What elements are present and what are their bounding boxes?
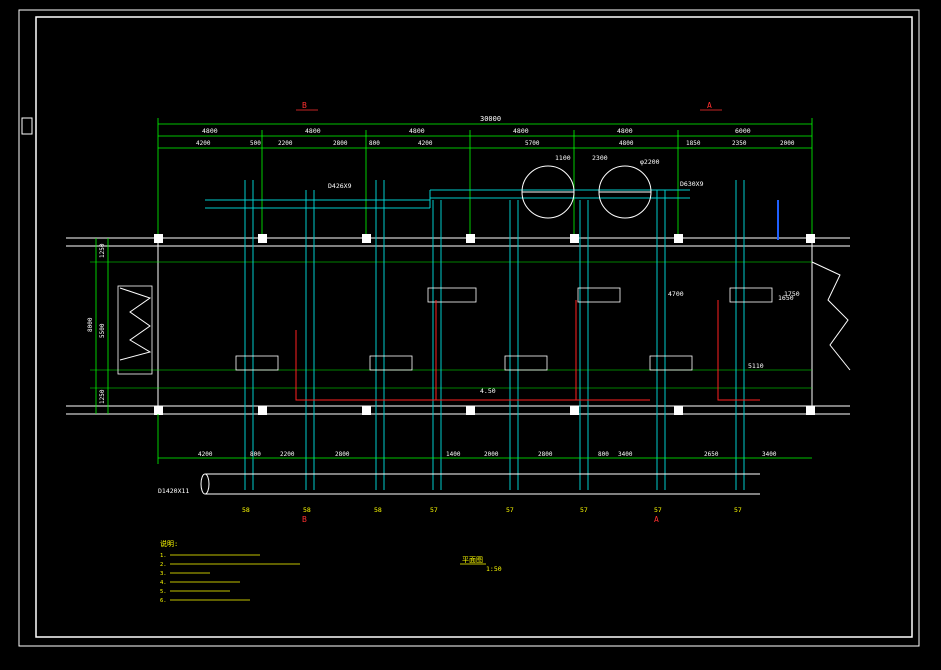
- bottom-dimension-labels: 4200 800 2200 2800 1400 2000 2800 800 34…: [198, 451, 777, 458]
- svg-text:2200: 2200: [280, 451, 295, 458]
- svg-text:2000: 2000: [780, 140, 795, 147]
- svg-text:2000: 2000: [484, 451, 499, 458]
- svg-text:1.: 1.: [160, 553, 167, 559]
- svg-text:φ2200: φ2200: [640, 158, 660, 166]
- left-opening: [117, 285, 153, 375]
- svg-text:800: 800: [250, 451, 261, 458]
- bay-dimension-labels: 4800 4800 4800 4800 4800 6000: [202, 127, 751, 135]
- plan-title: 平面图: [462, 556, 483, 564]
- svg-text:2.: 2.: [160, 562, 167, 568]
- svg-text:2800: 2800: [538, 451, 553, 458]
- svg-text:4200: 4200: [196, 140, 211, 147]
- structural-columns: [154, 234, 815, 415]
- svg-text:3.: 3.: [160, 571, 167, 577]
- svg-text:500: 500: [250, 140, 261, 147]
- svg-text:57: 57: [580, 506, 588, 514]
- grid-axis-b-top: B: [302, 101, 307, 110]
- grid-lines-horizontal: [90, 261, 812, 389]
- svg-text:4800: 4800: [617, 127, 633, 135]
- wall-break-right: [811, 261, 851, 371]
- svg-text:1100: 1100: [555, 154, 571, 162]
- svg-text:57: 57: [654, 506, 662, 514]
- grid-axis-a-bottom: A: [654, 515, 659, 524]
- svg-text:2800: 2800: [335, 451, 350, 458]
- left-dimension-labels: 1250 5500 8000 1250: [87, 243, 106, 404]
- pipe-size-main: D426X9: [328, 182, 352, 190]
- svg-text:4200: 4200: [418, 140, 433, 147]
- svg-text:4800: 4800: [513, 127, 529, 135]
- notes-title: 说明:: [160, 539, 178, 548]
- red-pipes: [295, 300, 760, 401]
- svg-text:2300: 2300: [592, 154, 608, 162]
- svg-text:58: 58: [242, 506, 250, 514]
- plan-scale: 1:50: [486, 565, 502, 573]
- svg-text:4200: 4200: [198, 451, 213, 458]
- circular-equipment: [521, 165, 652, 219]
- svg-text:2800: 2800: [333, 140, 348, 147]
- elevation-label: 4.50: [480, 387, 496, 395]
- svg-text:2200: 2200: [278, 140, 293, 147]
- svg-text:5500: 5500: [99, 323, 106, 338]
- bottom-header-pipe: [200, 473, 760, 495]
- svg-text:800: 800: [369, 140, 380, 147]
- top-bay-ticks: [261, 130, 679, 238]
- svg-text:6.: 6.: [160, 598, 167, 604]
- top-dimensions: [157, 118, 813, 238]
- title-strip-block: [21, 117, 33, 135]
- bottom-codes: 58 58 58 57 57 57 57 57: [242, 506, 742, 514]
- svg-text:2350: 2350: [732, 140, 747, 147]
- building-walls: [66, 237, 850, 415]
- svg-text:3400: 3400: [762, 451, 777, 458]
- svg-text:4700: 4700: [668, 290, 684, 298]
- svg-text:4800: 4800: [409, 127, 425, 135]
- equipment-boxes: [235, 287, 773, 371]
- sub-dimension-labels: 4200 500 2200 2800 800 4200 5700 4800 18…: [196, 140, 795, 147]
- right-dimension-labels: 1650 1750 5110 4700: [668, 290, 800, 370]
- svg-text:1850: 1850: [686, 140, 701, 147]
- pipe-size-bottom: D1420X11: [158, 487, 189, 495]
- vertical-pipe-risers: [244, 180, 745, 490]
- svg-text:1650: 1650: [778, 294, 794, 302]
- notes-lines: [170, 554, 300, 601]
- svg-text:57: 57: [506, 506, 514, 514]
- svg-text:2650: 2650: [704, 451, 719, 458]
- svg-text:800: 800: [598, 451, 609, 458]
- svg-text:4800: 4800: [305, 127, 321, 135]
- svg-text:57: 57: [430, 506, 438, 514]
- svg-text:1750: 1750: [784, 290, 800, 298]
- svg-text:3400: 3400: [618, 451, 633, 458]
- svg-text:6000: 6000: [735, 127, 751, 135]
- svg-text:5.: 5.: [160, 589, 167, 595]
- pipe-size-right: D630X9: [680, 180, 704, 188]
- grid-axis-b-bottom: B: [302, 515, 307, 524]
- total-dimension: 30000: [480, 115, 501, 123]
- svg-text:5110: 5110: [748, 362, 764, 370]
- left-dimensions: [95, 238, 109, 414]
- svg-text:1400: 1400: [446, 451, 461, 458]
- notes-list: 1. 2. 3. 4. 5. 6.: [160, 553, 167, 604]
- circle-dimension-labels: 1100 2300 φ2200: [555, 154, 660, 166]
- grid-axis-a-top: A: [707, 101, 712, 110]
- svg-text:57: 57: [734, 506, 742, 514]
- wall-break-left: [119, 287, 152, 361]
- svg-text:4800: 4800: [619, 140, 634, 147]
- svg-text:58: 58: [374, 506, 382, 514]
- svg-text:58: 58: [303, 506, 311, 514]
- inner-frame: [35, 16, 913, 638]
- svg-text:4800: 4800: [202, 127, 218, 135]
- bottom-dimensions: [157, 414, 812, 464]
- outer-frame: [18, 9, 920, 647]
- svg-text:4.: 4.: [160, 580, 167, 586]
- svg-text:1250: 1250: [99, 389, 106, 404]
- svg-text:5700: 5700: [525, 140, 540, 147]
- top-header-pipes: [205, 189, 690, 209]
- svg-text:1250: 1250: [99, 243, 106, 258]
- svg-text:8000: 8000: [87, 317, 94, 332]
